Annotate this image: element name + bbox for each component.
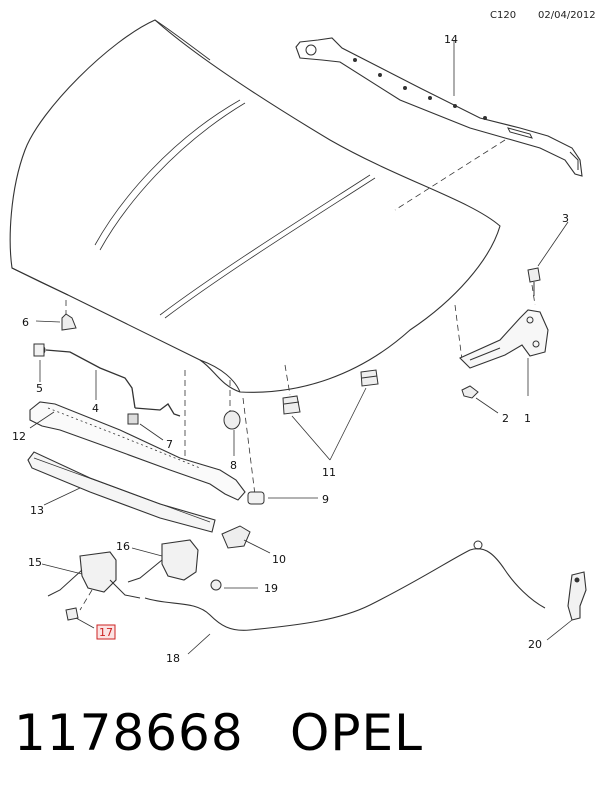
callout-6: 6: [22, 316, 29, 329]
hood-panel: [9, 19, 501, 393]
callout-2: 2: [502, 412, 509, 425]
callout-18: 18: [166, 652, 180, 665]
callout-4: 4: [92, 402, 99, 415]
part-16-latch: [127, 539, 199, 583]
part-10-latch-bracket: [221, 525, 251, 549]
brand-name: OPEL: [290, 704, 423, 762]
part-18-release-cable: [144, 540, 546, 631]
part-3-bolt: [527, 267, 541, 296]
part-12-front-seal: [29, 401, 246, 501]
callout-1: 1: [524, 412, 531, 425]
part-17-bolt: [65, 607, 79, 621]
callout-12: 12: [12, 430, 26, 443]
diagram-code: C120: [490, 10, 517, 21]
part-19-clip: [210, 579, 222, 591]
part-2-nut: [461, 385, 479, 399]
part-9-bumper: [247, 491, 265, 505]
part-15-latch: [47, 551, 141, 599]
callout-8: 8: [230, 459, 237, 472]
callout-16: 16: [116, 540, 130, 553]
part-number: 1178668: [14, 704, 244, 762]
callout-9: 9: [322, 493, 329, 506]
callout-13: 13: [30, 504, 44, 517]
part-4-prop-rod: [33, 343, 181, 425]
part-20-release-handle: [567, 571, 587, 621]
callout-17: 17: [99, 626, 113, 639]
part-11-bump-stops: [282, 369, 379, 415]
part-14-hood-front-support: [295, 37, 583, 177]
exploded-view: 14 3 1 2 6 5 4 7 8 9 10 11 12 13 15 16 1…: [9, 19, 587, 665]
part-13-rear-seal: [27, 451, 216, 533]
part-1-hinge: [459, 309, 549, 369]
callout-15: 15: [28, 556, 42, 569]
callout-11: 11: [322, 466, 336, 479]
callout-7: 7: [166, 438, 173, 451]
callout-5: 5: [36, 382, 43, 395]
callout-17-highlight: [96, 624, 116, 640]
part-8-bumper: [223, 410, 241, 430]
callout-10: 10: [272, 553, 286, 566]
assembly-lines: [65, 139, 536, 611]
diagram-date: 02/04/2012: [538, 10, 596, 21]
callout-3: 3: [562, 212, 569, 225]
callout-19: 19: [264, 582, 278, 595]
part-6-clip: [61, 313, 77, 331]
callout-14: 14: [444, 33, 458, 46]
callout-20: 20: [528, 638, 542, 651]
callout-labels: 14 3 1 2 6 5 4 7 8 9 10 11 12 13 15 16 1…: [12, 33, 569, 665]
leader-lines: [29, 40, 573, 655]
